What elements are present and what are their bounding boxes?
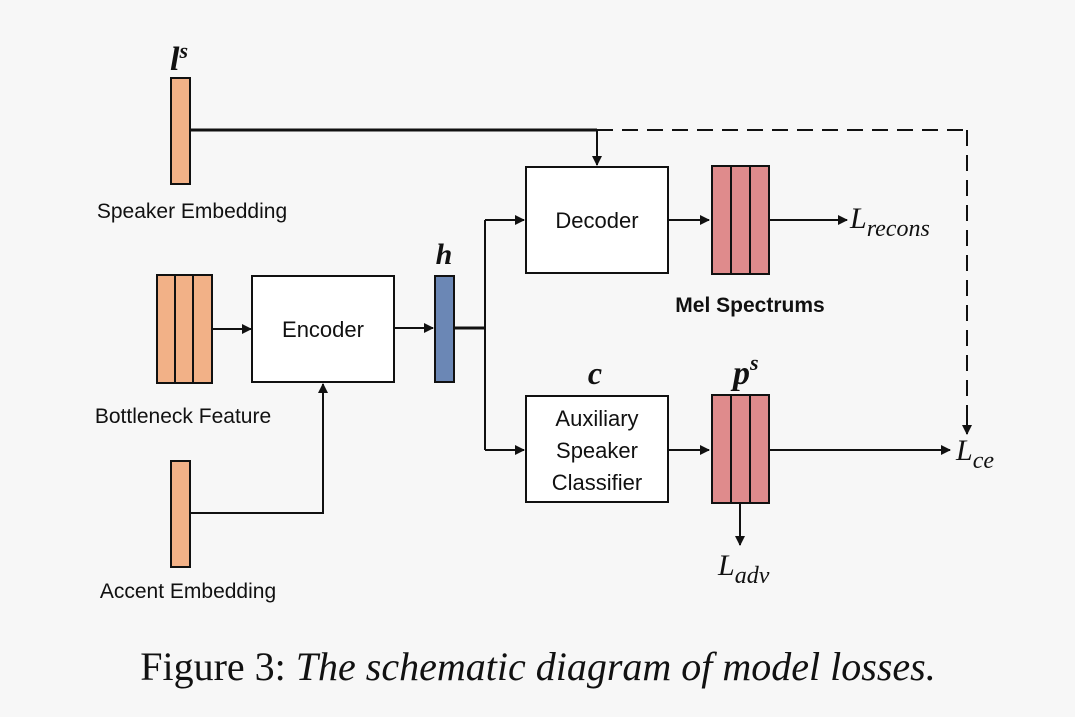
bottleneck-feature-label: Bottleneck Feature xyxy=(95,405,271,428)
classifier-label-line2: Speaker xyxy=(556,438,638,463)
speaker-embedding-label: Speaker Embedding xyxy=(97,200,287,223)
speaker-prob-block xyxy=(711,394,770,504)
accent-embedding-label: Accent Embedding xyxy=(100,580,276,603)
hidden-representation-bar xyxy=(434,275,455,383)
class-symbol: c xyxy=(588,355,602,391)
classifier-label-line3: Classifier xyxy=(552,470,642,495)
decoder-block xyxy=(525,166,669,274)
classifier-block xyxy=(525,395,669,503)
classifier-label-line1: Auxiliary xyxy=(555,406,638,431)
decoder-label: Decoder xyxy=(555,208,638,233)
speaker-embedding-symbol: ls xyxy=(170,38,188,78)
accent-to-encoder-arrow xyxy=(190,383,328,514)
recons-loss-label: Lrecons xyxy=(849,202,930,242)
caption-prefix: Figure 3: xyxy=(140,644,296,689)
figure-caption: Figure 3: The schematic diagram of model… xyxy=(140,644,936,689)
adv-loss-label: Ladv xyxy=(717,549,770,589)
speaker-embedding-bar xyxy=(170,77,191,185)
ce-loss-label: Lce xyxy=(955,434,994,474)
accent-embedding-bar xyxy=(170,460,191,568)
encoder-label: Encoder xyxy=(282,317,364,342)
mel-spectrums-block xyxy=(711,165,770,275)
mel-spectrums-label: Mel Spectrums xyxy=(675,294,824,317)
prob-symbol: ps xyxy=(730,350,759,392)
caption-text: The schematic diagram of model losses. xyxy=(296,644,936,689)
hidden-symbol: h xyxy=(436,238,453,271)
bottleneck-feature-block xyxy=(156,274,213,384)
encoder-block xyxy=(251,275,395,383)
